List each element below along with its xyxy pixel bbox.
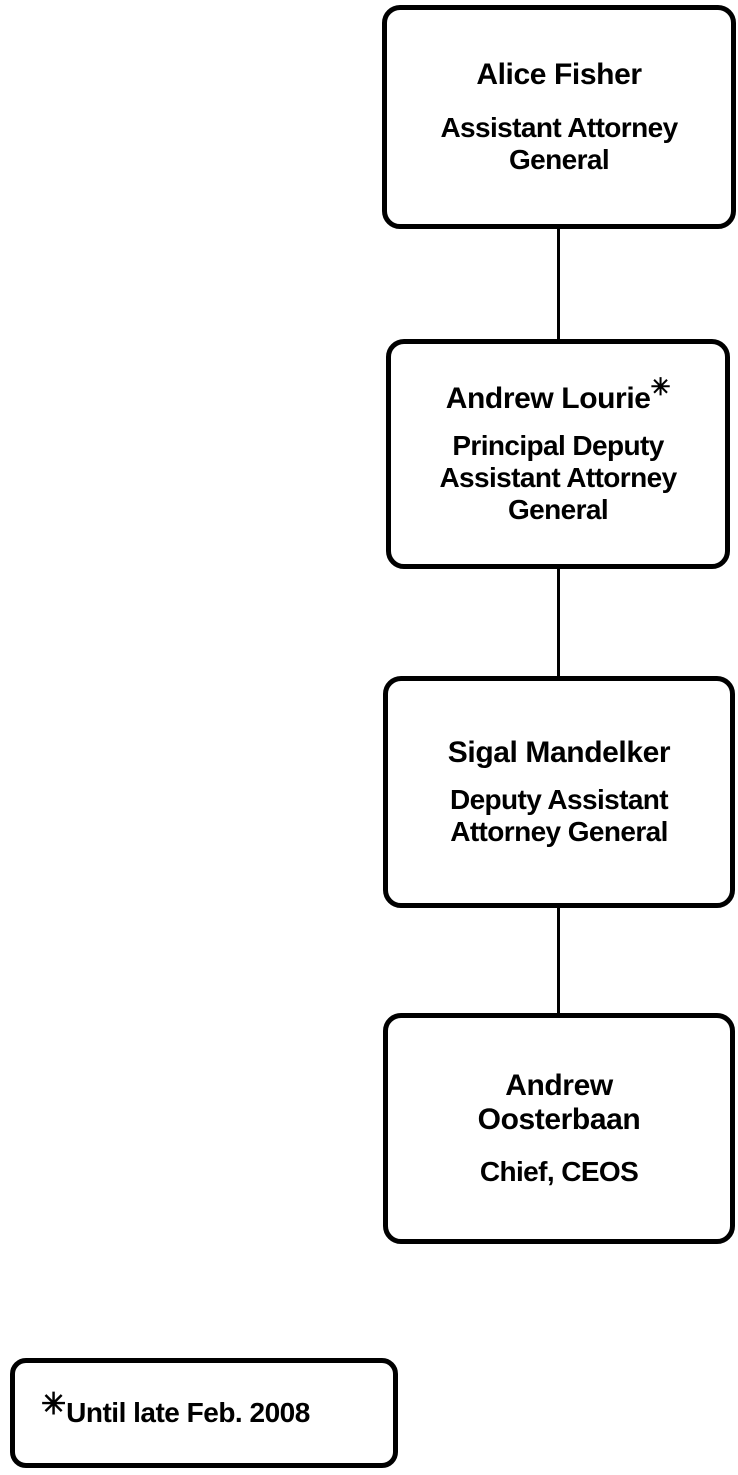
org-node-name: Andrew Lourie [445,382,651,416]
footnote-marker-icon: ✳ [650,374,671,402]
org-node-alice-fisher[interactable]: Alice Fisher Assistant Attorney General [382,5,736,229]
org-node-andrew-oosterbaan[interactable]: Andrew Oosterbaan Chief, CEOS [383,1013,735,1244]
org-node-name: Alice Fisher [476,58,642,92]
asterisk-icon: ✳ [41,1388,67,1421]
footnote-legend-text: Until late Feb. 2008 [66,1397,310,1428]
org-node-title: Chief, CEOS [479,1156,639,1188]
org-node-sigal-mandelker[interactable]: Sigal Mandelker Deputy Assistant Attorne… [383,676,735,908]
org-node-andrew-lourie[interactable]: Andrew Lourie✳ Principal Deputy Assistan… [386,339,730,569]
org-node-name: Sigal Mandelker [447,736,671,770]
footnote-legend-box: ✳ Until late Feb. 2008 [10,1358,398,1468]
connector-line-3-4 [557,908,560,1014]
connector-line-2-3 [557,569,560,677]
org-node-title: Deputy Assistant Attorney General [449,783,669,847]
connector-line-1-2 [557,229,560,339]
org-node-title: Assistant Attorney General [440,111,678,175]
org-node-name-row: Andrew Lourie✳ [445,376,671,416]
org-node-name: Andrew Oosterbaan [477,1068,641,1136]
org-node-title: Principal Deputy Assistant Attorney Gene… [439,429,677,525]
footnote-legend-content: ✳ Until late Feb. 2008 [15,1390,310,1429]
